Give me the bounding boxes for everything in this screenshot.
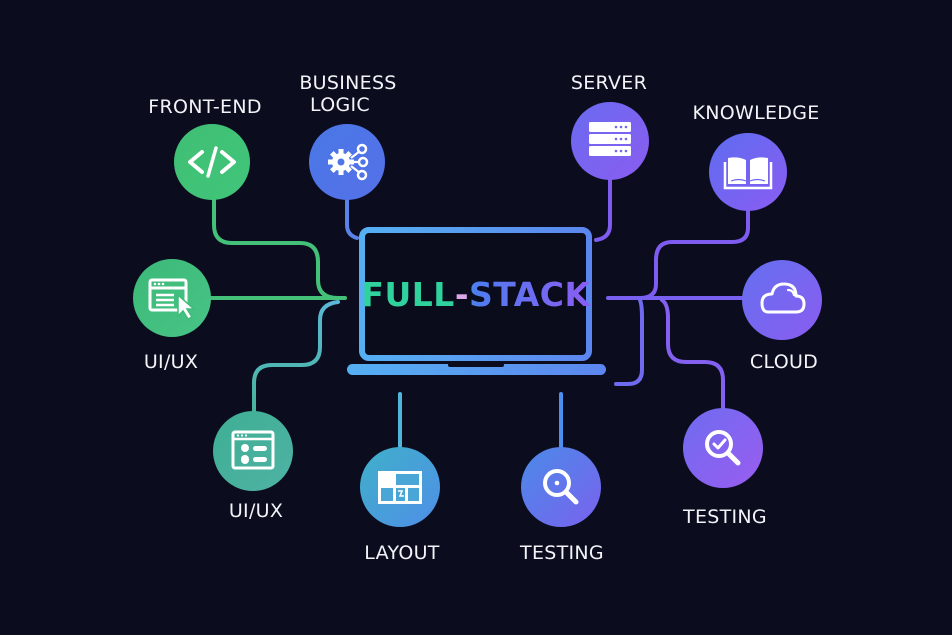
connector-ui-ux-bottom — [252, 300, 340, 414]
node-layout — [360, 447, 440, 527]
label-front-end: FRONT-END — [148, 96, 262, 118]
laptop: FULL-STACK — [347, 227, 606, 375]
node-circle-testing-right — [683, 408, 763, 488]
node-knowledge — [709, 133, 787, 211]
node-testing-right — [683, 408, 763, 488]
magnifier-icon — [543, 469, 579, 505]
server-icon — [589, 122, 631, 156]
laptop-notch — [448, 363, 504, 367]
node-cloud — [742, 260, 822, 340]
label-cloud: CLOUD — [749, 351, 819, 373]
label-testing-right: TESTING — [683, 506, 767, 528]
connector-knowledge — [638, 209, 750, 300]
connectors-right — [594, 178, 750, 412]
magnifier-check-icon — [705, 430, 741, 466]
connector-testing-right — [660, 298, 725, 412]
label-server: SERVER — [570, 72, 648, 94]
node-circle-ui-ux-left — [133, 259, 211, 337]
node-circle-ui-ux-bottom — [213, 411, 293, 491]
label-knowledge: KNOWLEDGE — [692, 102, 820, 124]
node-circle-cloud — [742, 260, 822, 340]
node-circle-testing-center — [521, 447, 601, 527]
node-server — [571, 102, 649, 180]
label-ui-ux-left: UI/UX — [143, 351, 199, 373]
center-title: FULL-STACK — [361, 275, 591, 314]
label-ui-ux-bottom: UI/UX — [228, 500, 284, 522]
laptop-screen — [359, 227, 592, 361]
node-testing-center — [521, 447, 601, 527]
code-icon — [188, 146, 236, 178]
node-business-logic — [309, 124, 385, 200]
browser-cursor-icon — [148, 278, 196, 320]
label-layout: LAYOUT — [364, 542, 440, 564]
connector-server — [594, 178, 612, 242]
connectors-bottom — [398, 392, 563, 450]
connector-front-end — [212, 198, 340, 300]
title-part-dash: - — [455, 275, 469, 314]
title-part-stack: STACK — [469, 275, 591, 314]
title-part-full: FULL — [361, 275, 454, 314]
laptop-base — [347, 364, 606, 375]
node-circle-knowledge — [709, 133, 787, 211]
label-business-logic-line2: LOGIC — [310, 94, 370, 116]
node-ui-ux-bottom — [213, 411, 293, 491]
connector-bracket — [614, 298, 644, 386]
gear-network-icon — [328, 143, 369, 181]
cloud-icon — [760, 282, 806, 314]
connectors-left — [208, 198, 359, 414]
label-business-logic-line1: BUSINESS — [299, 72, 397, 94]
layout-grid-icon — [378, 471, 422, 504]
book-icon — [723, 157, 773, 190]
node-ui-ux-left — [133, 259, 211, 337]
nodes — [133, 102, 822, 527]
node-front-end — [174, 124, 250, 200]
browser-form-icon — [231, 430, 275, 470]
label-testing-center: TESTING — [520, 542, 604, 564]
connector-business-logic — [345, 198, 359, 240]
